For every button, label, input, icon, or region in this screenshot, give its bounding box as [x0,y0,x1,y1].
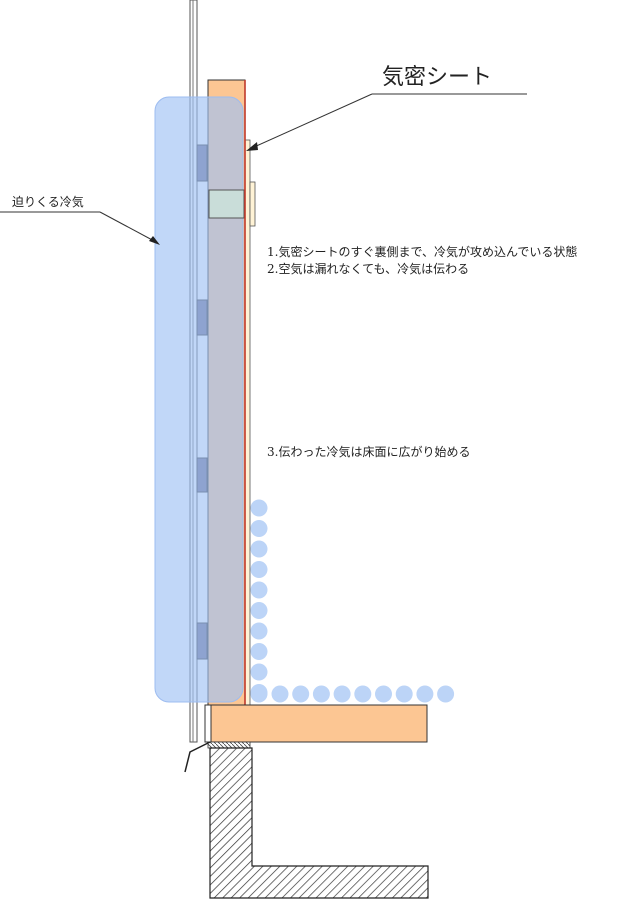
cold-air-zone [154,96,244,703]
cold-dot [250,602,268,619]
sill-rail [207,741,251,749]
sill [204,704,212,743]
interior-board [244,139,256,706]
side-label: 迫りくる冷気 [12,195,84,209]
note-3: 3.伝わった冷気は床面に広がり始める [267,445,471,459]
cold-dot [312,685,330,703]
floor-board [204,704,428,743]
cold-dot [333,685,351,703]
cold-dot [395,685,413,703]
cold-dot [271,685,289,703]
title-leader [246,93,527,151]
cold-dot [292,685,310,703]
note-1: 1.気密シートのすぐ裏側まで、冷気が攻め込んでいる状態 [267,245,578,259]
side-label-leader [0,211,160,245]
cold-dot [437,685,455,703]
cold-dot [250,520,268,537]
diagram-title: 気密シート [382,65,493,90]
foundation [209,747,429,899]
cold-dot [250,540,268,558]
cold-dot [250,685,268,703]
cold-dot [250,643,268,660]
note-2: 2.空気は漏れなくても、冷気は伝わる [267,262,470,276]
cold-dot [250,663,268,681]
cold-dot [416,685,434,703]
cold-dots [250,499,455,703]
cold-dot [354,685,372,703]
cold-dot [250,581,268,599]
cold-dot [250,622,268,640]
cold-dot [250,499,268,517]
cold-dot [250,561,268,578]
brace-block [208,189,245,219]
flashing [184,741,211,773]
cold-dot [375,685,392,703]
